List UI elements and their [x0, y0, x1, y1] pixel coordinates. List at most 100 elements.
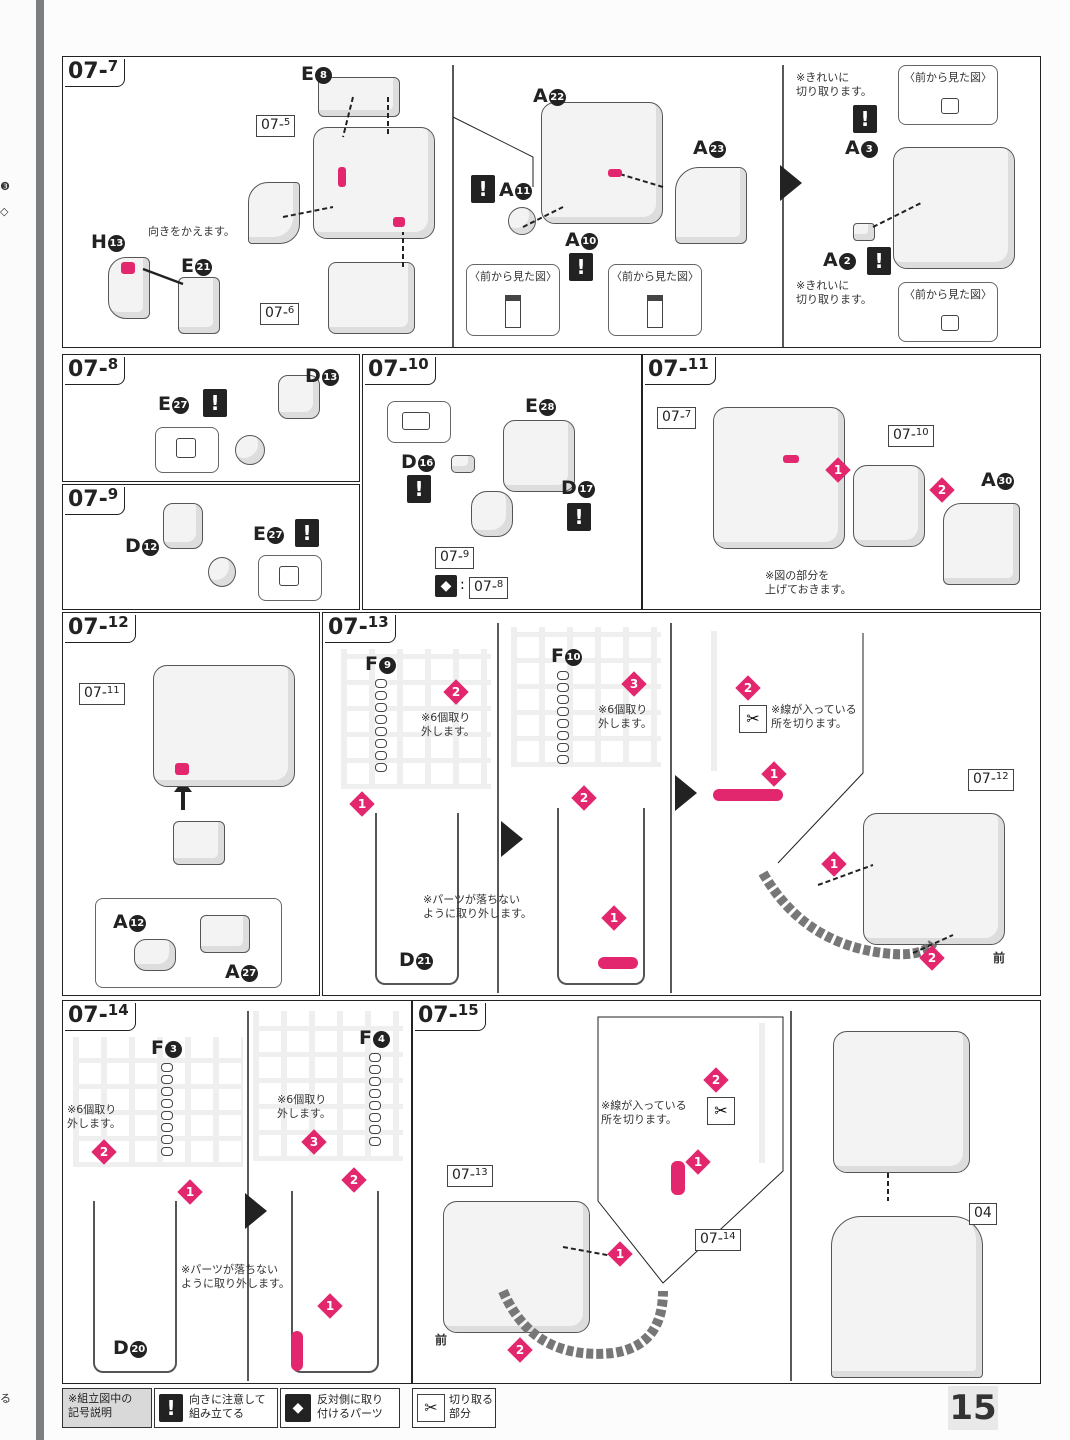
body-assembly — [713, 407, 845, 549]
front-view-callout: 〈前から見た図〉 — [466, 264, 560, 336]
order-marker: 1 — [601, 905, 627, 931]
ref-07-14: 07-14 — [695, 1229, 741, 1251]
order-marker: 1 — [821, 851, 847, 877]
part-e8-frame — [318, 77, 400, 117]
note-remove-six: ※6個取り 外します。 — [67, 1103, 121, 1130]
warning-icon: ! — [471, 175, 495, 203]
ref-07-6: 07-6 — [260, 303, 300, 325]
pink-chain — [598, 957, 638, 969]
note-cut-line: ※線が入っている 所を切ります。 — [601, 1099, 687, 1126]
note-remove-six: ※6個取り 外します。 — [421, 711, 475, 738]
note-raise-part: ※図の部分を 上げておきます。 — [765, 569, 852, 596]
part-d12 — [163, 503, 203, 549]
cut-icon: ✂ — [739, 705, 767, 733]
flow-arrow — [501, 821, 523, 857]
pink-joint — [608, 169, 622, 177]
order-marker: 3 — [621, 671, 647, 697]
order-marker: 1 — [349, 791, 375, 817]
note-remove-six: ※6個取り 外します。 — [598, 703, 652, 730]
warning-icon: ! — [867, 247, 891, 275]
step-07-15-panel: 07-15 2 ✂ ※線が入っている 所を切ります。 1 07-14 07-13… — [412, 1000, 1041, 1384]
head-assembly — [863, 813, 1005, 945]
order-marker: 1 — [317, 1293, 343, 1319]
wire-d20 — [93, 1201, 177, 1373]
runner-bar — [711, 631, 717, 771]
flow-arrow — [780, 165, 802, 201]
part-a11 — [508, 207, 536, 235]
pink-joint — [175, 763, 189, 775]
part-a2 — [853, 223, 875, 241]
pink-chain — [713, 789, 783, 801]
legend-attention-label: 向きに注意して 組み立てる — [189, 1393, 266, 1420]
cut-icon: ✂ — [417, 1394, 445, 1422]
opposite-side-icon: ◆ — [285, 1394, 311, 1422]
part-sketch — [647, 295, 663, 328]
warning-icon: ! — [853, 105, 877, 133]
warning-icon: ! — [567, 503, 591, 531]
part-d17 — [471, 491, 513, 537]
pink-joint — [393, 217, 405, 227]
chain-parts-f4 — [369, 1053, 381, 1149]
ref-07-5: 07-5 — [256, 115, 296, 137]
legend-cut-box: ✂ 切り取る 部分 — [412, 1388, 496, 1428]
note-dont-drop: ※パーツが落ちない ように取り外します。 — [423, 893, 532, 920]
part-e21 — [178, 277, 220, 334]
step-07-15-lines — [498, 1011, 889, 1381]
warning-icon: ! — [407, 475, 431, 503]
part-a12 — [134, 939, 176, 971]
legend-attention-box: ! 向きに注意して 組み立てる — [154, 1388, 278, 1428]
order-marker: 1 — [685, 1149, 711, 1175]
flow-arrow — [675, 775, 697, 811]
head-assembly — [541, 102, 663, 224]
part-sketch — [176, 438, 196, 458]
order-marker: 1 — [607, 1241, 633, 1267]
part-e28-assembly — [503, 420, 575, 492]
body-assembly — [313, 127, 435, 239]
legend-opposite-label: 反対側に取り 付けるパーツ — [317, 1393, 383, 1420]
chain-parts-f9 — [375, 679, 387, 775]
order-marker: 2 — [929, 477, 955, 503]
pink-joint — [783, 455, 799, 463]
legend-cut-label: 切り取る 部分 — [449, 1393, 493, 1420]
step-label: 07-7 — [65, 57, 126, 87]
warning-icon: ! — [569, 253, 593, 281]
runner-grid — [511, 627, 661, 767]
front-view-callout: 〈前から見た図〉 — [608, 264, 702, 336]
legend-title: ※組立図中の 記号説明 — [68, 1392, 133, 1419]
pink-chain — [291, 1331, 303, 1371]
chain-parts-f10 — [557, 671, 569, 767]
part-a30 — [943, 503, 1020, 585]
wire-d20-cut — [291, 1191, 379, 1373]
torso-04 — [831, 1216, 983, 1378]
note-dont-drop: ※パーツが落ちない ように取り外します。 — [181, 1263, 290, 1290]
part-sketch — [279, 566, 299, 586]
ref-07-11: 07-11 — [79, 683, 125, 705]
part-assembled — [173, 821, 225, 865]
runner-bar — [759, 1023, 765, 1163]
detail-callout — [258, 555, 322, 601]
prev-page-fragment: る — [0, 1392, 11, 1405]
order-marker: 2 — [341, 1167, 367, 1193]
legend-opposite-box: ◆ 反対側に取り 付けるパーツ — [280, 1388, 400, 1428]
note-cut-cleanly: ※きれいに 切り取ります。 — [796, 71, 872, 98]
ref-07-12: 07-12 — [968, 769, 1014, 791]
step-label: 07-12 — [65, 613, 136, 643]
prev-page-fragment: ◇ — [0, 205, 9, 218]
